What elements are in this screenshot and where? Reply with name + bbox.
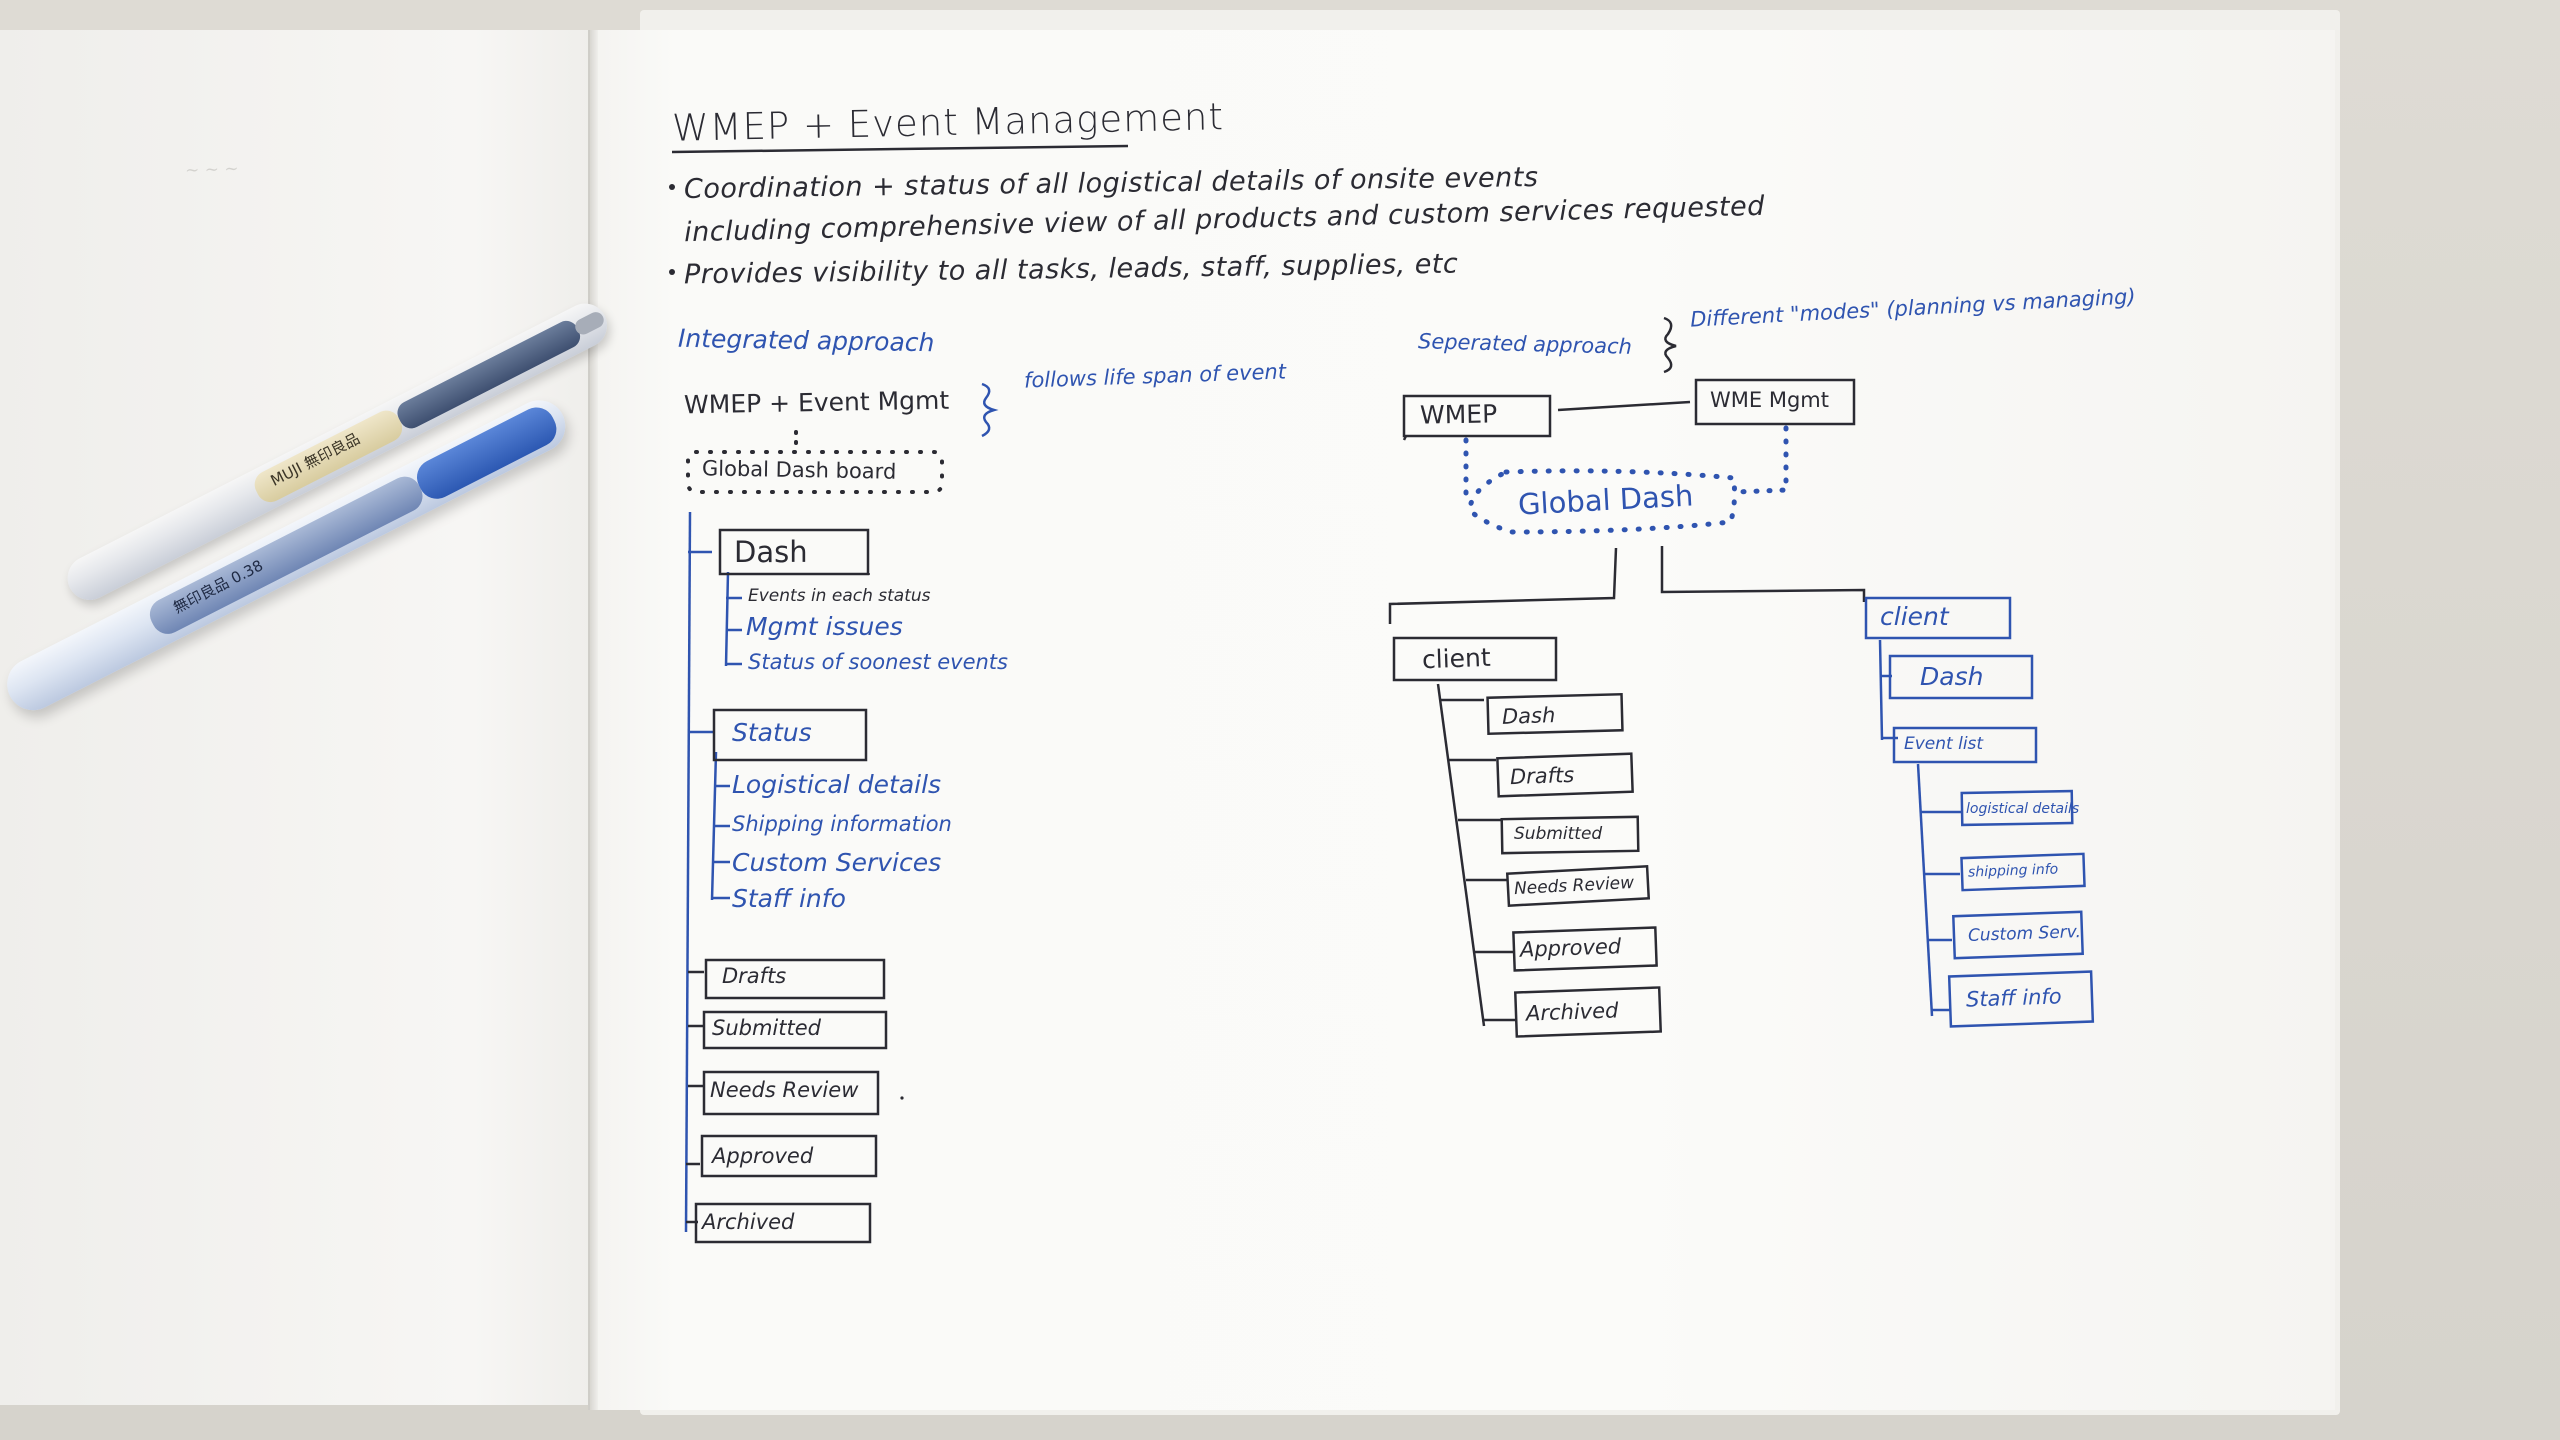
event-list-spine xyxy=(1916,763,1934,1017)
left-client-label: client xyxy=(1421,642,1492,675)
dash-item: Status of soonest events xyxy=(748,650,1008,674)
left-dash-box-outline xyxy=(1486,692,1624,736)
right-event-list-box-outline xyxy=(1892,726,2038,764)
right-dash-box-outline xyxy=(1888,654,2034,700)
drafts-box-outline xyxy=(704,958,886,1000)
bullet-dot xyxy=(669,269,675,275)
status-box-label: Status xyxy=(732,718,812,747)
approved-box-outline xyxy=(700,1134,878,1178)
right-client-label: client xyxy=(1880,602,1949,631)
right-client-dash: Dash xyxy=(1920,662,1984,691)
left-client-spine xyxy=(1436,683,1486,1027)
logistical-details-box-outline xyxy=(1960,789,2074,827)
right-client-spine xyxy=(1878,639,1884,741)
submitted-box-outline xyxy=(702,1010,888,1050)
status-box-outline xyxy=(712,708,868,762)
wmep-to-wme-line xyxy=(1557,400,1691,412)
event-list-item: Custom Serv. xyxy=(1967,922,2082,946)
left-needs-review-box-outline xyxy=(1505,865,1651,907)
left-archived-box-outline xyxy=(1513,986,1663,1038)
shipping-info-box-outline xyxy=(1960,852,2086,892)
left-submitted-box-outline xyxy=(1500,815,1640,855)
left-approved-box-outline xyxy=(1512,926,1658,972)
status-item: Staff info xyxy=(732,884,846,913)
status-item: Custom Services xyxy=(732,848,942,877)
custom-serv-box-outline xyxy=(1952,910,2084,960)
left-client-item: Archived xyxy=(1525,998,1619,1026)
stage-label: Needs Review xyxy=(710,1078,859,1102)
global-dash-to-right-client xyxy=(1660,546,1866,602)
needs-review-box-outline xyxy=(702,1070,880,1116)
wme-mgmt-box-outline xyxy=(1694,378,1856,426)
page-title: WMEP + Event Management xyxy=(671,95,1225,150)
event-list-item: shipping info xyxy=(1967,861,2059,881)
archived-box-outline xyxy=(694,1202,872,1244)
wmep-box-label: WMEP xyxy=(1419,399,1498,430)
wmep-box-outline xyxy=(1402,394,1552,438)
stage-label: Archived xyxy=(702,1210,795,1234)
left-client-item: Submitted xyxy=(1514,824,1603,844)
pen-top-tip xyxy=(572,309,607,338)
wme-mgmt-box-label: WME Mgmt xyxy=(1710,388,1829,412)
global-dashboard-dotted-box xyxy=(686,450,944,494)
right-client-event-list: Event list xyxy=(1904,734,1984,754)
bullet-dot xyxy=(669,184,675,190)
staff-info-box-outline xyxy=(1947,970,2095,1028)
integrated-heading: Integrated approach xyxy=(677,323,935,358)
right-client-box-outline xyxy=(1864,596,2012,640)
dash-item: Events in each status xyxy=(748,586,931,606)
event-list-item: Staff info xyxy=(1965,984,2063,1012)
dash-box-label: Dash xyxy=(734,535,808,569)
status-item: Shipping information xyxy=(732,812,952,836)
status-item: Logistical details xyxy=(732,770,942,799)
left-client-item: Approved xyxy=(1519,934,1622,962)
notebook-gutter xyxy=(590,30,598,1410)
right-notebook-page xyxy=(588,30,2335,1410)
separated-heading: Seperated approach xyxy=(1417,329,1633,359)
event-list-item: logistical details xyxy=(1966,801,2080,817)
integrated-root-label: WMEP + Event Mgmt xyxy=(683,385,950,420)
separated-brace xyxy=(1663,316,1677,374)
left-drafts-box-outline xyxy=(1496,752,1634,798)
dash-item: Mgmt issues xyxy=(746,612,903,641)
wme-dotted-link xyxy=(1733,425,1789,495)
stage-label: Drafts xyxy=(722,964,787,988)
integrated-tree-spine xyxy=(684,511,692,1233)
stage-label: Submitted xyxy=(712,1016,821,1040)
left-client-box-outline xyxy=(1392,636,1558,682)
stage-label: Approved xyxy=(712,1144,814,1168)
global-dashboard-label: Global Dash board xyxy=(701,456,897,484)
left-client-item: Drafts xyxy=(1509,762,1575,790)
title-underline xyxy=(671,144,1129,154)
left-notebook-page: ~ ~ ~ xyxy=(0,30,590,1405)
integrated-brace xyxy=(981,382,999,438)
left-client-item: Dash xyxy=(1501,703,1556,729)
global-dash-to-left-client xyxy=(1388,547,1618,624)
dash-sub-spine xyxy=(724,571,730,667)
